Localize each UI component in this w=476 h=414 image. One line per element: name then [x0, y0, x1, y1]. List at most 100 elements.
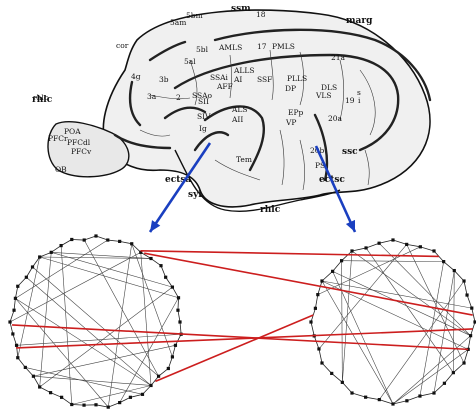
- ring-edge: [352, 393, 366, 397]
- ring-edge: [10, 322, 13, 334]
- node: [16, 285, 19, 288]
- chord-edge: [25, 367, 142, 394]
- ring-edge: [172, 345, 175, 357]
- area-label: PFCv: [71, 147, 92, 156]
- chord-edge: [51, 252, 172, 287]
- area-label: PFCdl: [67, 138, 91, 147]
- node: [129, 396, 132, 399]
- chord-edge: [84, 240, 158, 376]
- sulcus-label: syl: [188, 190, 202, 200]
- node: [94, 403, 97, 406]
- chord-edge: [393, 349, 468, 404]
- ring-edge: [108, 403, 119, 408]
- ring-edge: [407, 244, 421, 246]
- chord-edge: [453, 271, 454, 373]
- node: [141, 393, 144, 396]
- node: [11, 332, 14, 335]
- ring-edge: [96, 236, 108, 240]
- area-label: 5bm: [186, 11, 203, 20]
- area-label: AFF: [216, 82, 233, 91]
- chord-edge: [33, 345, 175, 376]
- area-label: PLLS: [287, 74, 307, 83]
- sulcus-label: rhlc: [260, 205, 281, 215]
- ring-edge: [13, 334, 17, 345]
- node: [25, 276, 28, 279]
- node: [167, 367, 170, 370]
- area-label: AMLS: [218, 43, 242, 52]
- area-label: Tem: [236, 155, 252, 164]
- inter-network-edge: [16, 329, 473, 348]
- node: [317, 347, 320, 350]
- chord-edge: [342, 261, 343, 383]
- inter-network-edge: [155, 315, 313, 381]
- node: [83, 238, 86, 241]
- node: [309, 320, 312, 323]
- node: [106, 238, 109, 241]
- node: [149, 384, 152, 387]
- sulcus-label: ssm: [231, 4, 251, 14]
- node: [171, 355, 174, 358]
- ring-edge: [393, 240, 407, 244]
- ring-edge: [72, 239, 84, 240]
- node: [60, 396, 63, 399]
- node: [391, 402, 394, 405]
- chord-edge: [40, 252, 52, 387]
- area-label: 18: [256, 10, 266, 19]
- node: [82, 404, 85, 407]
- chord-edge: [132, 244, 173, 357]
- ring-edge: [314, 336, 319, 349]
- node: [462, 279, 465, 282]
- brain-diagram: 5bm5amcor5al5blAMLSPMLS21arhlc4gALLSSSAi…: [32, 4, 430, 215]
- ring-edge: [84, 236, 96, 240]
- node: [320, 279, 323, 282]
- node: [469, 334, 472, 337]
- node: [350, 249, 353, 252]
- inter-network-edge: [144, 253, 473, 315]
- node: [16, 356, 19, 359]
- node: [50, 251, 53, 254]
- network-graphs: [8, 234, 476, 408]
- arrow-head: [150, 220, 160, 232]
- ring-edge: [352, 248, 366, 251]
- node: [118, 401, 121, 404]
- node: [405, 243, 408, 246]
- node: [8, 320, 11, 323]
- ring-edge: [108, 240, 120, 241]
- ring-edge: [40, 252, 52, 257]
- area-label: ALS: [231, 105, 248, 114]
- ring-edge: [420, 393, 434, 396]
- area-label: EPp: [288, 108, 304, 117]
- ring-edge: [33, 376, 39, 387]
- chord-edge: [18, 257, 40, 358]
- node: [462, 361, 465, 364]
- area-label: 4g: [131, 72, 141, 81]
- node: [340, 259, 343, 262]
- node: [330, 372, 333, 375]
- ring-edge: [379, 240, 393, 243]
- node: [442, 260, 445, 263]
- node: [419, 245, 422, 248]
- node: [432, 249, 435, 252]
- ring-edge: [467, 295, 472, 308]
- ring-edge: [14, 298, 15, 310]
- node: [443, 382, 446, 385]
- node: [391, 238, 394, 241]
- ring-edge: [464, 281, 467, 295]
- area-label: PFCr: [48, 134, 68, 143]
- ring-edge: [161, 266, 166, 278]
- node: [15, 344, 18, 347]
- area-label: DP: [285, 84, 296, 93]
- area-label: 17: [257, 42, 267, 51]
- ring-edge: [311, 322, 314, 336]
- node: [12, 309, 15, 312]
- node: [38, 255, 41, 258]
- node: [38, 385, 41, 388]
- area-label: AII: [231, 115, 243, 124]
- ring-edge: [120, 241, 132, 243]
- node: [453, 269, 456, 272]
- area-label: 20a: [328, 114, 343, 123]
- chord-edge: [40, 287, 173, 387]
- node: [149, 257, 152, 260]
- node: [316, 293, 319, 296]
